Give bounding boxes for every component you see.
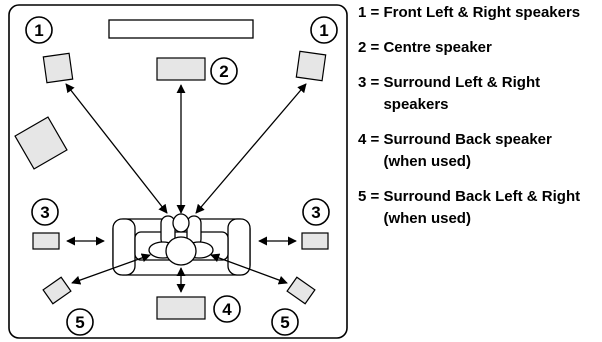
speaker-surround-back-left	[42, 276, 72, 305]
listener	[148, 213, 214, 266]
speaker-surround-back	[156, 296, 206, 320]
badge-surround-back-right-label: 5	[280, 313, 289, 332]
badge-surround-back-right	[271, 308, 299, 336]
room-outline	[8, 4, 348, 339]
legend-item: 2 = Centre speaker	[358, 37, 598, 59]
badge-surround-back-label: 4	[222, 300, 232, 319]
badge-front-right	[310, 16, 338, 44]
badge-front-right-label: 1	[319, 21, 328, 40]
badge-front-left	[25, 16, 53, 44]
legend-key: 4	[358, 131, 367, 148]
arrow-surround-back-left	[71, 253, 151, 285]
legend-item: 3 = Surround Left & Right speakers	[358, 72, 598, 116]
legend-separator: =	[366, 39, 384, 56]
badge-surround-right-label: 3	[311, 203, 320, 222]
arrow-front-right	[195, 83, 307, 214]
badge-centre	[210, 57, 238, 85]
legend-separator: =	[366, 131, 384, 148]
legend-key: 2	[358, 39, 367, 56]
legend-text: Front Left & Right speakers	[383, 4, 581, 21]
legend-text: Surround Back Left & Right (when used)	[383, 188, 581, 227]
speaker-layout-diagram: 1 1 2 3 3 4 5 5	[8, 4, 348, 339]
badge-surround-back-left	[66, 308, 94, 336]
screen	[108, 19, 254, 39]
badge-surround-back	[213, 295, 241, 323]
legend-item: 5 = Surround Back Left & Right (when use…	[358, 186, 598, 230]
legend-separator: =	[366, 188, 384, 205]
legend-key: 3	[358, 74, 367, 91]
speaker-front-left	[42, 52, 74, 84]
legend-text: Surround Back speaker (when used)	[383, 131, 552, 170]
badge-surround-back-left-label: 5	[75, 313, 84, 332]
speaker-front-right	[295, 50, 327, 82]
speaker-surround-right	[301, 232, 329, 250]
badge-front-left-label: 1	[34, 21, 43, 40]
legend-item: 1 = Front Left & Right speakers	[358, 2, 598, 24]
subwoofer	[14, 116, 68, 170]
badge-surround-left	[31, 198, 59, 226]
legend-text: Centre speaker	[383, 39, 492, 56]
legend-text: Surround Left & Right speakers	[383, 74, 541, 113]
speaker-surround-back-right	[286, 276, 316, 305]
badge-surround-left-label: 3	[40, 203, 49, 222]
arrow-front-left	[65, 83, 168, 214]
legend-separator: =	[366, 4, 384, 21]
legend-key: 5	[358, 188, 367, 205]
speaker-surround-left	[32, 232, 60, 250]
badge-centre-label: 2	[219, 62, 228, 81]
legend-separator: =	[366, 74, 384, 91]
legend: 1 = Front Left & Right speakers 2 = Cent…	[358, 2, 598, 243]
legend-key: 1	[358, 4, 367, 21]
speaker-centre	[156, 57, 206, 81]
arrow-surround-back-right	[210, 253, 288, 285]
legend-item: 4 = Surround Back speaker (when used)	[358, 129, 598, 173]
badge-surround-right	[302, 198, 330, 226]
